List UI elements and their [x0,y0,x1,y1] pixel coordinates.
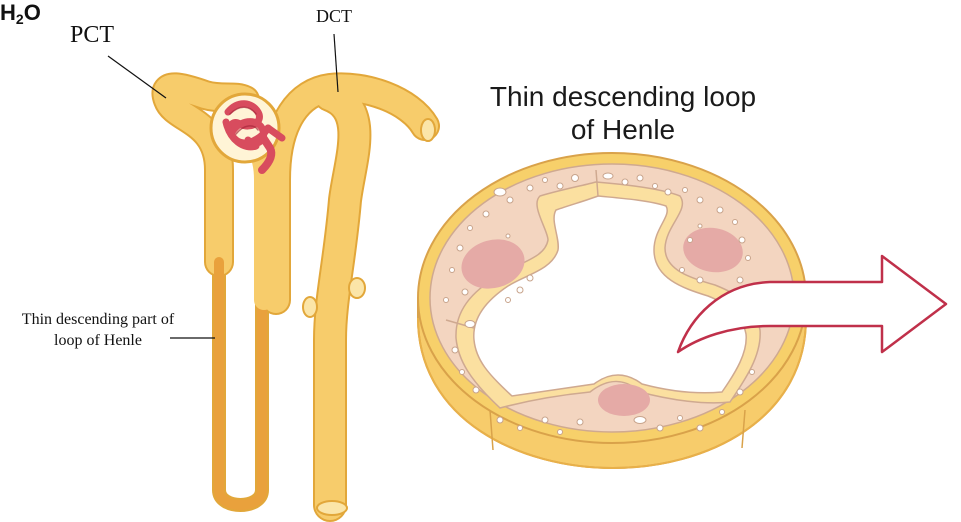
pct-leader-line [108,56,166,98]
cut-end-side [349,278,365,298]
cut-end-side-2 [303,297,317,317]
nucleus-bottom [598,384,650,416]
nephron [108,34,435,515]
cut-end-dct-top [421,119,435,141]
cross-section-title: Thin descending loop of Henle [488,80,758,146]
dct-tubule [330,95,354,505]
thin-descending-label: Thin descending part of loop of Henle [14,309,182,351]
pct-label: PCT [70,22,114,49]
dct-label: DCT [316,6,352,27]
cut-end-bottom [317,501,347,515]
